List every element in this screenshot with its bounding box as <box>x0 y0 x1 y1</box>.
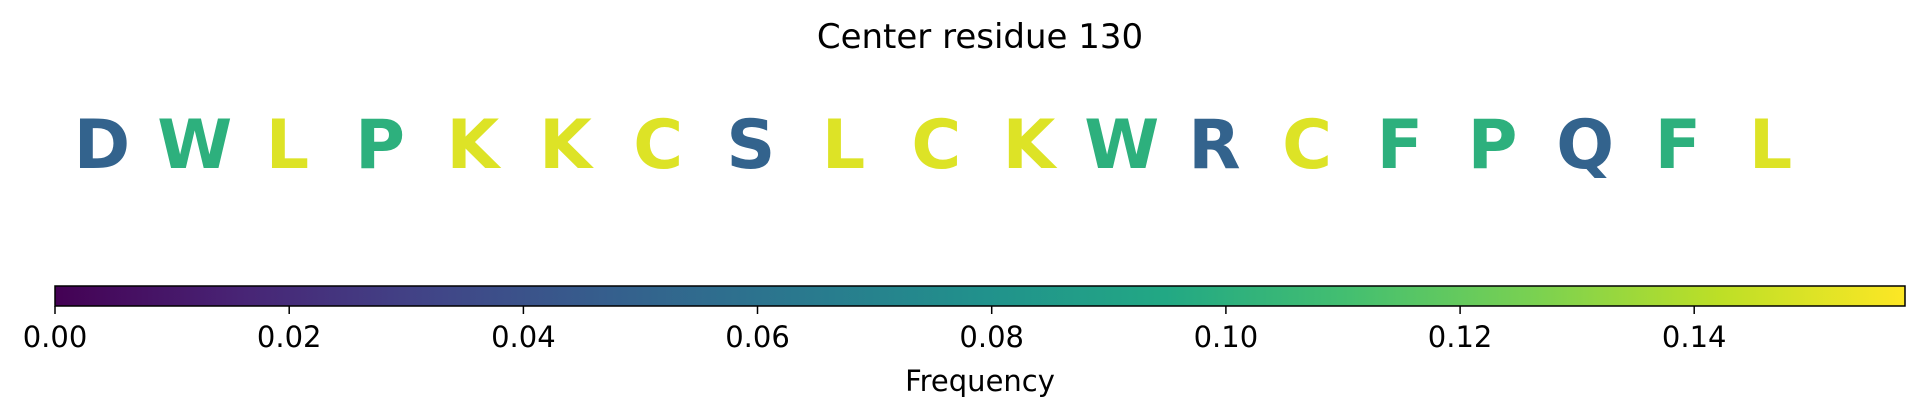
colorbar <box>54 285 1906 307</box>
colorbar-tick-label: 0.00 <box>23 320 88 354</box>
residue-letter-19: L <box>1749 106 1792 185</box>
chart-title: Center residue 130 <box>817 17 1143 57</box>
residue-letter-9: L <box>822 106 865 185</box>
colorbar-tick-label: 0.04 <box>491 320 556 354</box>
residue-letter-18: F <box>1655 106 1701 185</box>
colorbar-tick-label: 0.02 <box>257 320 322 354</box>
residue-letter-15: F <box>1377 106 1423 185</box>
residue-letter-12: W <box>1084 106 1159 185</box>
residue-letter-16: P <box>1468 106 1518 185</box>
residue-letter-17: Q <box>1556 106 1614 185</box>
colorbar-ticks: 0.00 0.02 0.04 0.06 0.08 0.10 0.12 0.14 <box>23 306 1727 354</box>
residue-letter-8: S <box>726 106 775 185</box>
residue-letter-5: K <box>446 106 501 185</box>
residue-letter-2: W <box>157 106 232 185</box>
colorbar-label: Frequency <box>905 364 1055 398</box>
colorbar-tick-label: 0.10 <box>1194 320 1259 354</box>
residue-letter-7: C <box>633 106 683 185</box>
residue-letter-3: L <box>266 106 309 185</box>
colorbar-tick-label: 0.12 <box>1428 320 1493 354</box>
residue-letter-13: R <box>1188 106 1240 185</box>
residue-letter-14: C <box>1282 106 1332 185</box>
residue-letter-4: P <box>355 106 405 185</box>
residue-letter-6: K <box>539 106 594 185</box>
colorbar-tick-label: 0.06 <box>725 320 790 354</box>
residue-letter-11: K <box>1003 106 1058 185</box>
colorbar-tick-label: 0.14 <box>1662 320 1727 354</box>
colorbar-tick-label: 0.08 <box>959 320 1024 354</box>
residue-letter-1: D <box>74 106 130 185</box>
residue-letter-10: C <box>911 106 961 185</box>
